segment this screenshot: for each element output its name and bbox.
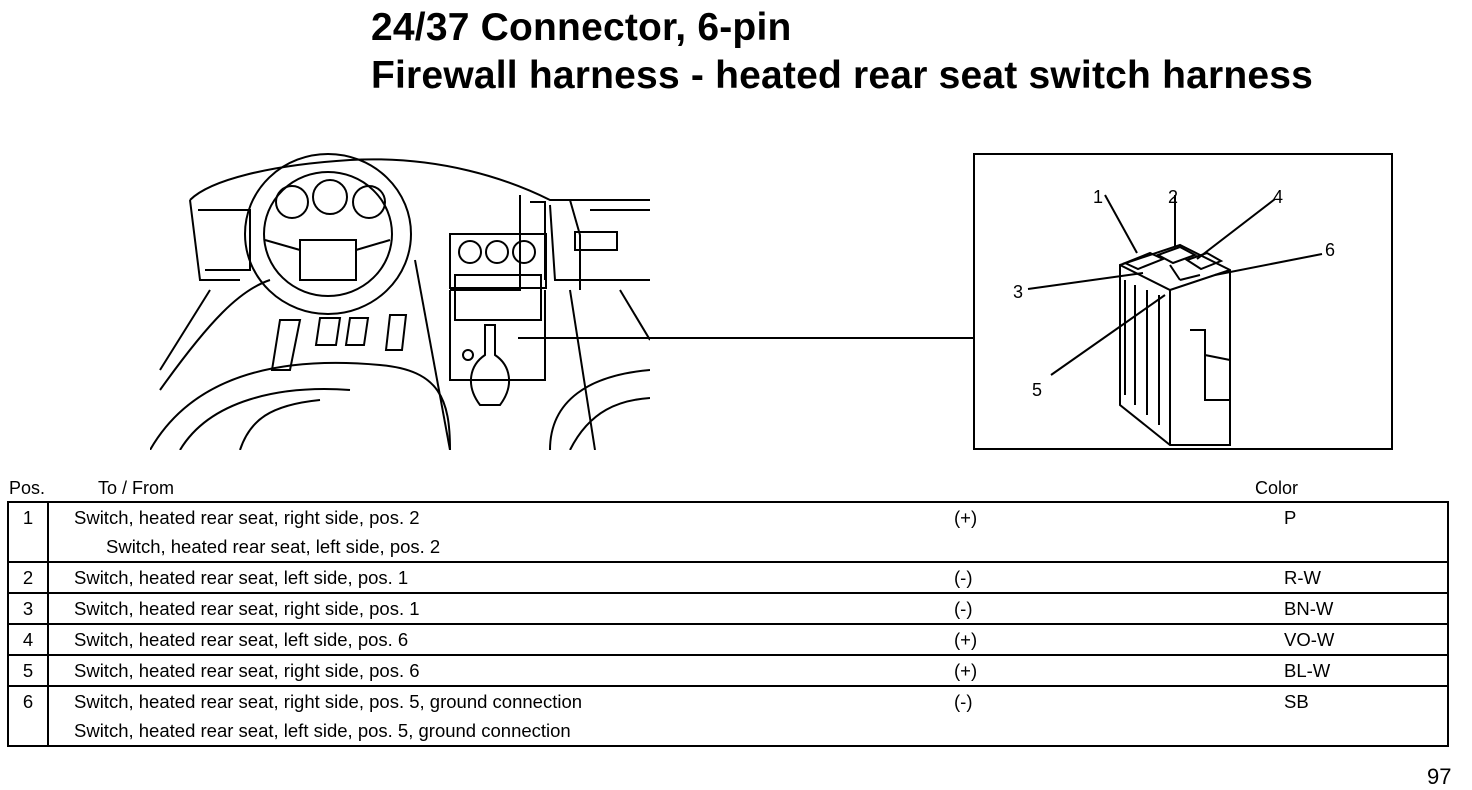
polarity-cell: (+) [924, 501, 1284, 563]
dashboard-illustration [150, 153, 650, 450]
color-cell: BN-W [1284, 592, 1449, 625]
pin-label-3: 3 [1013, 282, 1024, 302]
to-from-line: Switch, heated rear seat, right side, po… [74, 691, 583, 712]
pin-label-1: 1 [1093, 187, 1104, 207]
table-row: 4 Switch, heated rear seat, left side, p… [7, 623, 1449, 656]
title-line-2: Firewall harness - heated rear seat swit… [371, 54, 1314, 97]
to-from-line: Switch, heated rear seat, left side, pos… [74, 567, 409, 588]
to-from-line: Switch, heated rear seat, left side, pos… [74, 720, 571, 741]
polarity-cell: (+) [924, 623, 1284, 656]
color-cell: P [1284, 501, 1449, 563]
pos-cell: 4 [7, 623, 49, 656]
to-from-cell: Switch, heated rear seat, right side, po… [48, 592, 924, 625]
polarity-cell: (-) [924, 685, 1284, 747]
to-from-line: Switch, heated rear seat, right side, po… [74, 660, 420, 681]
to-from-line: Switch, heated rear seat, left side, pos… [106, 536, 441, 557]
to-from-cell: Switch, heated rear seat, right side, po… [48, 685, 924, 747]
to-from-line: Switch, heated rear seat, right side, po… [74, 507, 420, 528]
pos-cell: 3 [7, 592, 49, 625]
connector-drawing [1027, 194, 1323, 446]
polarity-cell: (-) [924, 561, 1284, 594]
leader-line [518, 337, 974, 339]
pin-label-4: 4 [1273, 187, 1284, 207]
table-row: 3 Switch, heated rear seat, right side, … [7, 592, 1449, 625]
polarity-cell: (-) [924, 592, 1284, 625]
to-from-line: Switch, heated rear seat, right side, po… [74, 598, 420, 619]
page-number: 97 [1427, 764, 1452, 789]
pin-label-2: 2 [1168, 187, 1179, 207]
to-from-cell: Switch, heated rear seat, left side, pos… [48, 561, 924, 594]
header-pos: Pos. [9, 478, 46, 498]
header-color: Color [1255, 478, 1299, 498]
page-title: 24/37 Connector, 6-pin Firewall harness … [371, 4, 1313, 100]
wiring-table: 1 Switch, heated rear seat, right side, … [7, 501, 1449, 747]
pin-label-6: 6 [1325, 240, 1336, 260]
polarity-cell: (+) [924, 654, 1284, 687]
title-line-1: 24/37 Connector, 6-pin [371, 6, 792, 49]
header-to-from: To / From [98, 478, 175, 498]
to-from-line: Switch, heated rear seat, left side, pos… [74, 629, 409, 650]
pos-cell: 6 [7, 685, 49, 747]
color-cell: R-W [1284, 561, 1449, 594]
to-from-cell: Switch, heated rear seat, left side, pos… [48, 623, 924, 656]
pos-cell: 5 [7, 654, 49, 687]
to-from-cell: Switch, heated rear seat, right side, po… [48, 501, 924, 563]
table-row: 1 Switch, heated rear seat, right side, … [7, 501, 1449, 563]
table-row: 2 Switch, heated rear seat, left side, p… [7, 561, 1449, 594]
connector-detail-box: 1 2 4 6 3 5 [973, 153, 1393, 450]
color-cell: VO-W [1284, 623, 1449, 656]
color-cell: BL-W [1284, 654, 1449, 687]
table-row: 5 Switch, heated rear seat, right side, … [7, 654, 1449, 687]
pos-cell: 2 [7, 561, 49, 594]
table-row: 6 Switch, heated rear seat, right side, … [7, 685, 1449, 747]
to-from-cell: Switch, heated rear seat, right side, po… [48, 654, 924, 687]
pos-cell: 1 [7, 501, 49, 563]
pin-label-5: 5 [1032, 380, 1043, 400]
color-cell: SB [1284, 685, 1449, 747]
